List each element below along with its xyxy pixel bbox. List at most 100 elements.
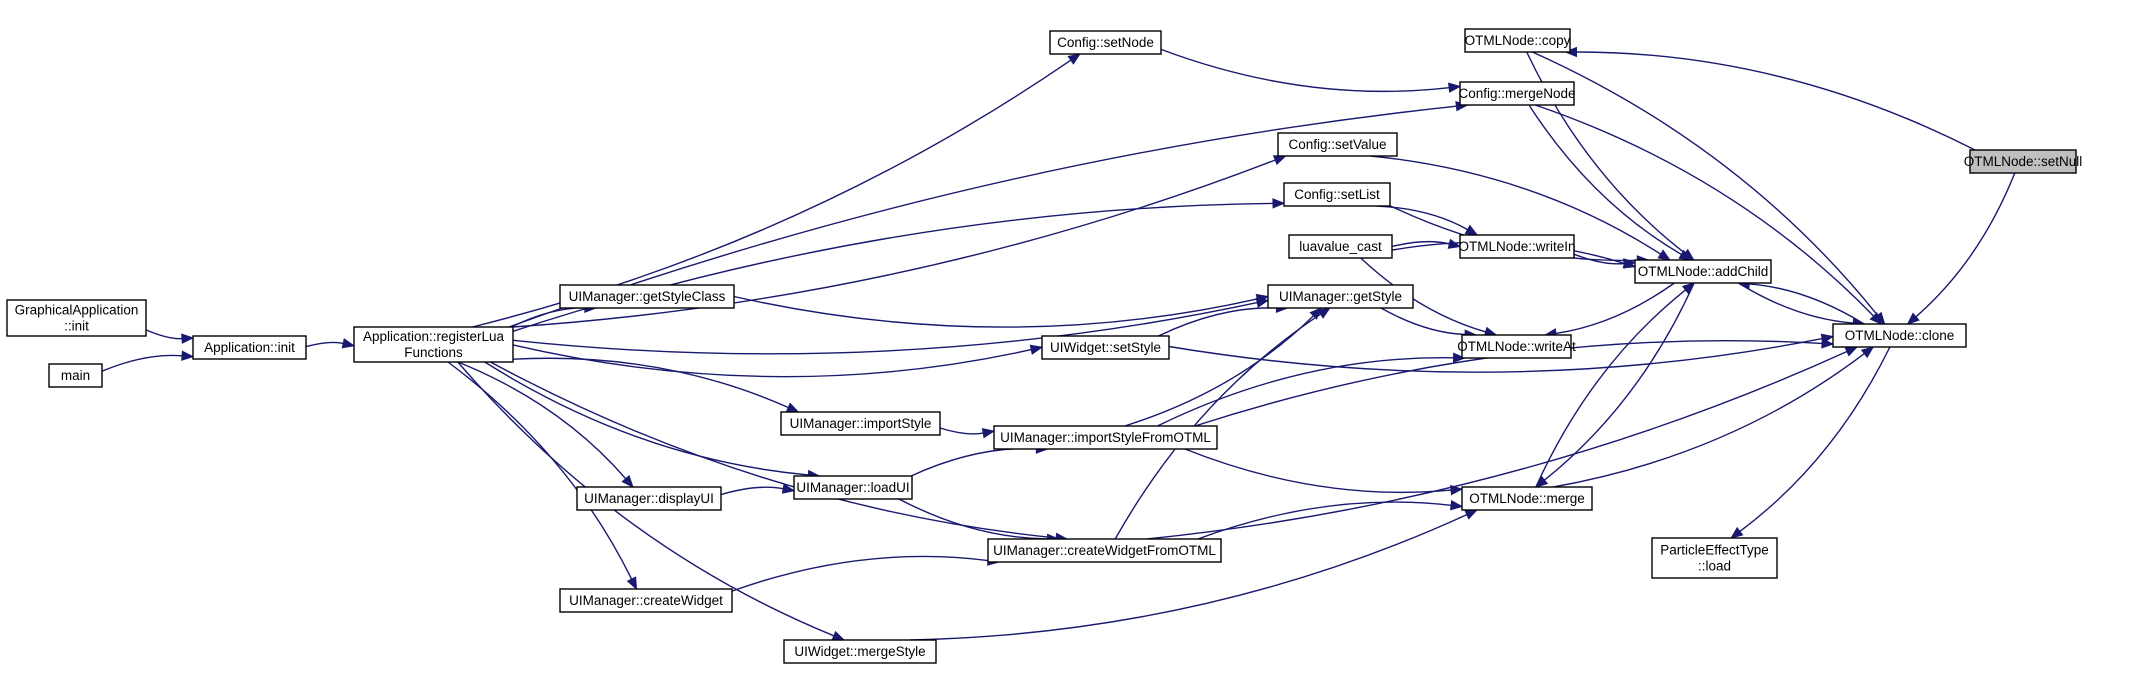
edge-luavalue-to-writeat (1360, 257, 1486, 333)
node-writeln[interactable]: OTMLNode::writeIn (1458, 234, 1576, 259)
node-displayui[interactable]: UIManager::displayUI (576, 486, 722, 511)
node-box-registerlua (353, 326, 514, 363)
node-copy[interactable]: OTMLNode::copy (1464, 28, 1571, 53)
node-box-writeat (1461, 334, 1572, 359)
edge-setnull-to-copy (1576, 51, 1976, 151)
edge-registerlua-to-setstyle (512, 344, 1032, 378)
arrowhead-merge-to-clone (1860, 346, 1875, 359)
edge-registerlua-to-mergenode (508, 105, 1457, 328)
arrowhead-registerlua-to-mergestyle (831, 630, 846, 641)
edge-loadui-to-importstylefromotml (910, 447, 1037, 477)
edge-importstylefromotml-to-getstyle (1124, 315, 1314, 427)
node-writeat[interactable]: OTMLNode::writeAt (1457, 334, 1576, 359)
edge-merge-to-addchild (1535, 289, 1686, 488)
node-clone[interactable]: OTMLNode::clone (1832, 323, 1967, 348)
arrowhead-main-to-appinit (181, 350, 195, 361)
node-label-getstyleclass: UIManager::getStyleClass (569, 289, 726, 304)
node-setvalue[interactable]: Config::setValue (1277, 132, 1398, 157)
node-label-setstyle: UIWidget::setStyle (1050, 340, 1161, 355)
edge-registerlua-to-mergestyle (457, 361, 835, 637)
node-setnull[interactable]: OTMLNode::setNull (1964, 149, 2083, 174)
edge-importstyle-to-importstylefromotml (939, 427, 984, 435)
node-importstyle[interactable]: UIManager::importStyle (780, 411, 941, 436)
node-label-addchild: OTMLNode::addChild (1638, 264, 1769, 279)
node-createwidget[interactable]: UIManager::createWidget (559, 588, 733, 613)
edge-merge-to-clone (1553, 353, 1865, 488)
node-box-getstyle (1267, 284, 1414, 309)
arrowhead-createwidgetfromotml-to-clone (1844, 346, 1859, 357)
node-label-merge: OTMLNode::merge (1469, 491, 1585, 506)
edge-graphinit-to-appinit (145, 329, 183, 340)
node-box-mergenode (1459, 81, 1575, 106)
arrowhead-mergestyle-to-merge (1464, 509, 1479, 520)
node-box-displayui (576, 486, 722, 511)
node-appinit[interactable]: Application::init (192, 335, 307, 360)
node-label-setvalue: Config::setValue (1288, 137, 1386, 152)
edge-registerlua-to-setlist (512, 202, 1274, 332)
edge-createwidgetfromotml-to-clone (1146, 350, 1848, 540)
edge-registerlua-to-loadui (484, 361, 809, 476)
node-box-setnull (1969, 149, 2077, 174)
node-label-particleload: ::load (1698, 559, 1731, 574)
node-importstylefromotml[interactable]: UIManager::importStyleFromOTML (993, 425, 1218, 450)
edge-addchild-to-merge (1544, 282, 1695, 481)
edge-getstyle-to-writeat (1380, 307, 1466, 336)
node-graphinit[interactable]: GraphicalApplication::init (6, 299, 147, 337)
arrowhead-merge-to-addchild (1681, 282, 1696, 295)
node-setnode[interactable]: Config::setNode (1049, 30, 1162, 55)
node-loadui[interactable]: UIManager::loadUI (793, 475, 913, 500)
node-label-graphinit: GraphicalApplication (15, 303, 139, 318)
arrowhead-setlist-to-writeln (1464, 224, 1479, 236)
node-luavalue[interactable]: luavalue_cast (1288, 234, 1393, 259)
edge-setstyle-to-clone (1168, 337, 1823, 373)
node-label-getstyle: UIManager::getStyle (1279, 289, 1402, 304)
edge-importstylefromotml-to-merge (1184, 448, 1452, 494)
node-label-copy: OTMLNode::copy (1465, 33, 1571, 48)
node-box-appinit (192, 335, 307, 360)
node-box-mergestyle (783, 639, 937, 664)
node-box-setlist (1283, 182, 1391, 207)
arrowhead-registerlua-to-setvalue (1272, 155, 1287, 166)
node-setstyle[interactable]: UIWidget::setStyle (1041, 335, 1170, 360)
node-label-registerlua: Application::registerLua (363, 329, 505, 344)
edge-getstyleclass-to-getstyle (733, 295, 1258, 328)
edge-mergenode-to-addchild (1528, 104, 1682, 256)
edge-setnode-to-mergenode (1160, 48, 1450, 93)
node-particleload[interactable]: ParticleEffectType::load (1651, 537, 1778, 579)
node-createwidgetfromotml[interactable]: UIManager::createWidgetFromOTML (987, 538, 1222, 563)
node-mergestyle[interactable]: UIWidget::mergeStyle (783, 639, 937, 664)
arrowhead-importstylefromotml-to-clone (1821, 338, 1835, 349)
arrowhead-graphinit-to-appinit (181, 333, 195, 344)
node-box-clone (1832, 323, 1967, 348)
node-box-createwidgetfromotml (987, 538, 1222, 563)
node-getstyleclass[interactable]: UIManager::getStyleClass (559, 284, 735, 309)
node-label-clone: OTMLNode::clone (1845, 328, 1955, 343)
arrowhead-setnull-to-copy (1564, 46, 1577, 58)
node-main[interactable]: main (48, 363, 103, 388)
node-mergenode[interactable]: Config::mergeNode (1458, 81, 1576, 106)
node-setlist[interactable]: Config::setList (1283, 182, 1391, 207)
edge-writeln-to-addchild (1573, 253, 1625, 265)
node-label-appinit: Application::init (204, 340, 295, 355)
node-merge[interactable]: OTMLNode::merge (1461, 486, 1593, 511)
arrowhead-mergenode-to-addchild (1678, 249, 1693, 261)
node-addchild[interactable]: OTMLNode::addChild (1634, 259, 1772, 284)
edge-registerlua-to-getstyle (512, 301, 1258, 355)
edge-createwidgetfromotml-to-getstyle (1114, 313, 1322, 540)
node-box-graphinit (6, 299, 147, 337)
node-label-main: main (61, 368, 90, 383)
node-box-writeln (1459, 234, 1575, 259)
edge-clone-to-addchild (1749, 283, 1865, 325)
arrowhead-appinit-to-registerlua (341, 338, 356, 349)
edge-addchild-to-clone (1737, 282, 1854, 324)
node-box-getstyleclass (559, 284, 735, 309)
edge-registerlua-to-createwidgetfromotml (490, 361, 1057, 539)
edge-setvalue-to-addchild (1370, 155, 1661, 255)
node-box-addchild (1634, 259, 1772, 284)
arrowhead-registerlua-to-createwidget (626, 576, 638, 591)
edge-main-to-appinit (101, 354, 183, 372)
node-box-setstyle (1041, 335, 1170, 360)
node-getstyle[interactable]: UIManager::getStyle (1267, 284, 1414, 309)
